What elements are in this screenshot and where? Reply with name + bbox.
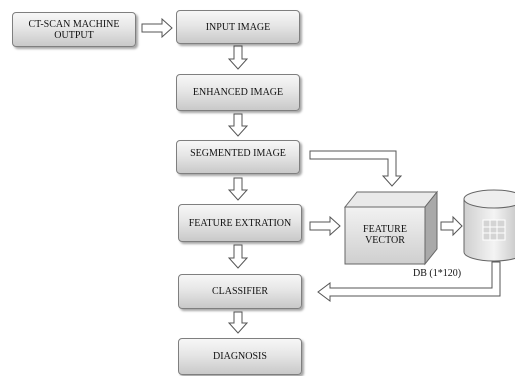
arrow-input-to-enhanced xyxy=(227,45,249,70)
feature-vector-cube xyxy=(343,190,439,266)
segmented-image-label: SEGMENTED IMAGE xyxy=(190,148,286,159)
enhanced-image-label: ENHANCED IMAGE xyxy=(192,87,284,98)
arrow-extraction-to-vector xyxy=(309,215,341,237)
arrow-segmented-to-extraction xyxy=(227,177,249,201)
ct-scan-output-node: CT-SCAN MACHINE OUTPUT xyxy=(12,12,136,47)
classifier-node: CLASSIFIER xyxy=(178,274,302,309)
feature-extraction-node: FEATURE EXTRATION xyxy=(178,204,302,242)
arrow-enhanced-to-segmented xyxy=(227,113,249,137)
arrow-extraction-to-classifier xyxy=(227,244,249,269)
arrow-vector-to-database xyxy=(440,215,463,237)
diagnosis-label: DIAGNOSIS xyxy=(213,351,267,362)
feature-extraction-label: FEATURE EXTRATION xyxy=(188,217,292,229)
segmented-image-node: SEGMENTED IMAGE xyxy=(176,140,300,174)
grid-icon xyxy=(482,219,506,241)
feature-vector-label: FEATURE VECTOR xyxy=(363,224,407,246)
diagnosis-node: DIAGNOSIS xyxy=(178,338,302,375)
database-cylinder xyxy=(463,189,515,262)
arrow-database-to-classifier xyxy=(317,261,501,302)
arrow-classifier-to-diagnosis xyxy=(227,311,249,334)
arrow-segmented-to-vector xyxy=(309,150,403,187)
database-label: DB (1*120) xyxy=(413,268,462,279)
input-image-node: INPUT IMAGE xyxy=(176,10,300,44)
arrow-ct-to-input xyxy=(141,17,173,39)
enhanced-image-node: ENHANCED IMAGE xyxy=(176,74,300,111)
classifier-label: CLASSIFIER xyxy=(211,286,269,297)
ct-scan-output-label: CT-SCAN MACHINE OUTPUT xyxy=(28,18,120,41)
input-image-label: INPUT IMAGE xyxy=(205,21,271,33)
